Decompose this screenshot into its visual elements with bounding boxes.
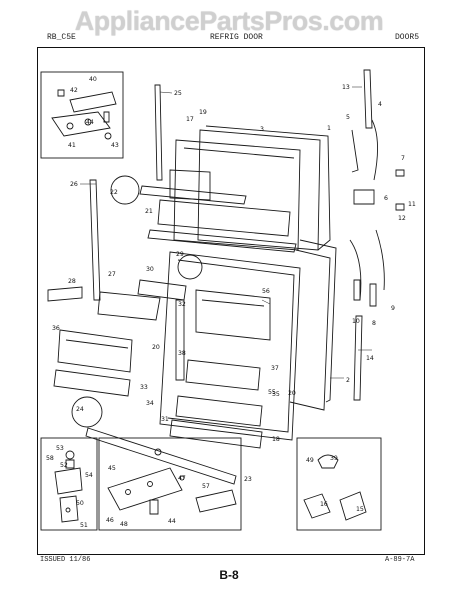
hinge-plate-part: [107, 448, 237, 515]
part-label-37: 37: [271, 365, 279, 372]
inset-box-hinge: [40, 71, 124, 159]
part-label-55: 55: [268, 389, 276, 396]
part-label-56: 56: [262, 288, 270, 295]
part-label-43: 43: [111, 142, 119, 149]
part-label-42: 42: [70, 87, 78, 94]
part-label-5: 5: [346, 114, 350, 121]
part-label-54: 54: [85, 472, 93, 479]
part-label-16: 16: [320, 501, 328, 508]
part-label-40: 40: [89, 76, 97, 83]
door-trim-23: [85, 427, 237, 485]
header-code: DOOR5: [395, 33, 420, 42]
part-label-11: 11: [408, 201, 416, 208]
part-label-7: 7: [401, 155, 405, 162]
part-label-35: 35: [272, 391, 280, 398]
hinge-bracket-part: [51, 89, 117, 140]
part-label-10: 10: [352, 318, 360, 325]
gasket-strip-26: [89, 179, 101, 301]
inset-box-cams: [296, 437, 382, 531]
part-label-33: 33: [140, 384, 148, 391]
part-label-27: 27: [108, 271, 116, 278]
part-label-1: 1: [327, 125, 331, 132]
part-label-46: 46: [106, 517, 114, 524]
part-label-32: 32: [178, 301, 186, 308]
part-label-47: 47: [178, 475, 186, 482]
part-label-14: 14: [366, 355, 374, 362]
part-label-23: 23: [244, 476, 252, 483]
part-label-24: 24: [76, 406, 84, 413]
part-number-labels: 1 2 3 4 5 6 7 8 9 10 11 12 13 14 15 16 1…: [46, 76, 416, 529]
part-label-57: 57: [202, 483, 210, 490]
part-label-2: 2: [346, 377, 350, 384]
part-label-58: 58: [46, 455, 54, 462]
header-section: REFRIG DOOR: [210, 33, 263, 42]
lower-hinge-part: [54, 450, 83, 523]
gasket-strip-25: [154, 84, 163, 181]
part-label-13: 13: [342, 84, 350, 91]
part-label-19: 19: [199, 109, 207, 116]
part-label-50: 50: [76, 500, 84, 507]
part-label-28: 28: [68, 278, 76, 285]
part-label-45: 45: [108, 465, 116, 472]
leader-lines: [80, 86, 372, 379]
fresh-food-door-assembly: [159, 239, 337, 449]
watermark: AppliancePartsPros.com: [74, 6, 384, 36]
part-label-4: 4: [378, 101, 382, 108]
part-label-25: 25: [174, 90, 182, 97]
part-label-41: 41: [68, 142, 76, 149]
part-label-31: 31: [161, 416, 169, 423]
part-label-44a: 44: [86, 119, 94, 126]
diagram-frame: [37, 47, 425, 555]
part-label-52: 52: [60, 462, 68, 469]
door-shelf-bins: [53, 279, 187, 397]
part-label-20a: 20: [152, 344, 160, 351]
part-label-53: 53: [56, 445, 64, 452]
cam-parts: [303, 454, 367, 521]
part-label-18: 18: [272, 436, 280, 443]
door-strip-28: [47, 286, 83, 302]
inset-box-hinge-plate: [98, 437, 242, 531]
part-label-38: 38: [178, 350, 186, 357]
inset-box-lower-hinge: [40, 437, 98, 531]
part-label-36: 36: [52, 325, 60, 332]
callout-circle-22: [110, 175, 140, 205]
part-label-6: 6: [384, 195, 388, 202]
part-label-44b: 44: [168, 518, 176, 525]
part-label-20b: 20: [288, 390, 296, 397]
part-label-8: 8: [372, 320, 376, 327]
callout-circle-24: [71, 396, 103, 428]
freezer-door-assembly: [139, 125, 331, 253]
part-label-30: 30: [146, 266, 154, 273]
part-label-26: 26: [70, 181, 78, 188]
hinge-pin-parts: [349, 69, 405, 401]
part-label-12: 12: [398, 215, 406, 222]
part-label-21: 21: [145, 208, 153, 215]
part-label-48: 48: [120, 521, 128, 528]
part-label-39: 39: [330, 455, 338, 462]
part-label-49: 49: [306, 457, 314, 464]
callout-circle-29: [177, 254, 203, 280]
reference-code: A-89-7A: [385, 556, 415, 564]
part-label-22: 22: [110, 189, 118, 196]
part-label-29: 29: [176, 251, 184, 258]
header-model: RB_C5E: [47, 33, 76, 42]
part-label-15: 15: [356, 506, 364, 513]
page-number: B-8: [219, 568, 239, 582]
part-label-3: 3: [260, 126, 264, 133]
issued-date: ISSUED 11/86: [40, 556, 91, 564]
part-label-9: 9: [391, 305, 395, 312]
part-label-34: 34: [146, 400, 154, 407]
part-label-17: 17: [186, 116, 194, 123]
part-label-51: 51: [80, 522, 88, 529]
